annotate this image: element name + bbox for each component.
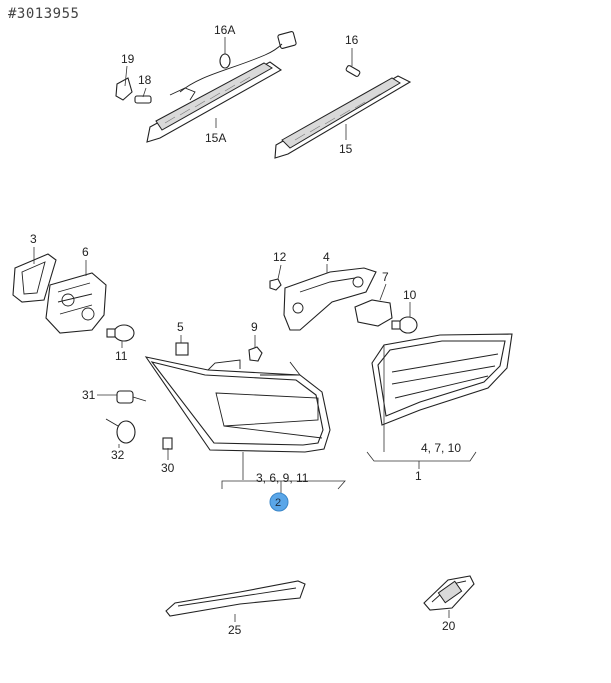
callout-3: 3 [30,232,37,246]
part-3-gasket[interactable] [12,253,57,303]
callout-group-right: 4, 7, 10 [421,441,461,455]
part-25-trim-strip[interactable] [165,580,306,617]
part-5-clip[interactable] [175,342,189,356]
callout-12: 12 [273,250,287,264]
callout-labels: 19 18 16A 15A 16 15 3 6 11 5 9 12 4 7 10… [30,23,461,637]
part-11-bulb[interactable] [106,324,135,342]
callout-20: 20 [442,619,456,633]
callout-4: 4 [323,250,330,264]
document-id: #3013955 [8,6,80,22]
part-16a-wiring-connector[interactable] [179,31,297,93]
part-2-outer-tail-light[interactable] [144,356,331,453]
part-7-bulb-holder[interactable] [354,299,393,327]
part-20-license-plate-light[interactable] [423,575,475,611]
callout-18: 18 [138,73,152,87]
part-9-nut[interactable] [248,346,263,362]
callout-31: 31 [82,388,96,402]
highlight-circle [269,492,289,512]
part-1-inner-tail-light[interactable] [371,333,513,426]
callout-19: 19 [121,52,135,66]
callout-5: 5 [177,320,184,334]
part-6-bulb-holder[interactable] [45,272,107,334]
callout-2-highlight[interactable]: 2 [269,492,289,512]
leader-lines [33,37,477,622]
callout-6: 6 [82,245,89,259]
callout-32: 32 [111,448,125,462]
part-4-mounting-bracket[interactable] [283,267,377,331]
callout-16a: 16A [214,23,235,37]
callout-16: 16 [345,33,359,47]
callout-15: 15 [339,142,353,156]
callout-7: 7 [382,270,389,284]
callout-25: 25 [228,623,242,637]
callout-group-left: 3, 6, 9, 11 [256,471,309,485]
part-30-clip[interactable] [162,437,173,450]
callout-9: 9 [251,320,258,334]
callout-30: 30 [161,461,175,475]
part-16-bulb[interactable] [345,65,361,77]
callout-1: 1 [415,469,422,483]
part-15a-brake-light-strip[interactable] [146,61,283,143]
part-19-bracket[interactable] [115,77,133,101]
part-32-wedge-bulb[interactable] [105,418,136,444]
part-12-screw[interactable] [269,278,282,291]
part-10-bulb[interactable] [391,316,418,334]
part-15-brake-light-strip[interactable] [274,75,412,159]
callout-2: 2 [275,497,281,509]
callout-10: 10 [403,288,417,302]
callout-15a: 15A [205,131,226,145]
part-31-bulb-socket[interactable] [116,390,147,404]
part-18-bulb-socket[interactable] [134,95,152,104]
callout-11: 11 [115,349,128,363]
